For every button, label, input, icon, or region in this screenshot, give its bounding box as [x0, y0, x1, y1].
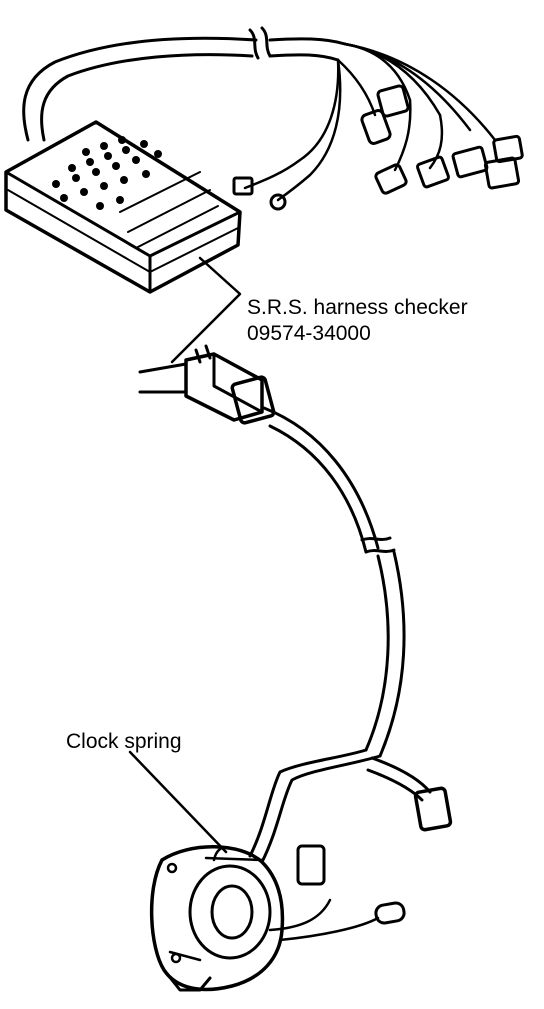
connector-c	[374, 163, 408, 195]
clock-spring-label: Clock spring	[66, 730, 182, 753]
clock-spring-assembly	[149, 844, 406, 992]
clock-spring-connector-b	[374, 901, 406, 925]
connector-d	[416, 155, 450, 189]
connector-h	[232, 176, 254, 196]
clock-spring-hub	[210, 884, 254, 940]
harness-checker-box	[4, 120, 242, 294]
connector-g	[492, 134, 524, 164]
clock-spring-cable	[248, 406, 453, 864]
connector-a	[360, 109, 392, 145]
side-connector	[413, 786, 453, 832]
upper-harness-cable	[22, 26, 347, 142]
middle-connector-assembly	[138, 344, 276, 425]
checker-pin-holes	[52, 136, 162, 210]
clock-spring-ring	[188, 864, 272, 960]
branch-wires	[243, 42, 497, 202]
checker-name-label: S.R.S. harness checker	[247, 296, 468, 319]
middle-plug	[230, 375, 276, 425]
connector-i	[269, 193, 287, 211]
clock-spring-connector-a	[296, 844, 326, 886]
checker-part-number-label: 09574-34000	[247, 322, 371, 345]
connector-b	[376, 84, 410, 118]
clock-spring-leader-line	[128, 750, 228, 854]
branch-connectors	[232, 84, 524, 211]
connector-e	[451, 145, 489, 179]
checker-leader-line	[170, 256, 242, 364]
